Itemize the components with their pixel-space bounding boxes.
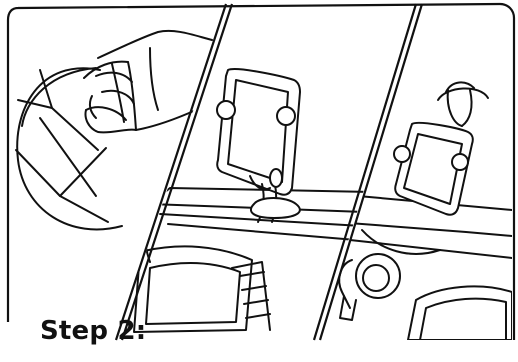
hand-icon [84, 31, 212, 133]
panel-windshield-mount [336, 82, 512, 340]
panel-peel-film [16, 31, 212, 230]
phone-holder-icon [217, 69, 300, 222]
dashboard-icon [145, 188, 372, 262]
mirror-mount-icon [339, 254, 400, 320]
phone-holder-icon-2 [394, 82, 488, 214]
car-screen-icon-2 [408, 286, 512, 340]
panel-dashboard-mount [134, 69, 372, 332]
suction-disc-icon [16, 68, 122, 229]
car-screen-icon [134, 246, 270, 332]
step-label: Step 2: [40, 318, 146, 344]
